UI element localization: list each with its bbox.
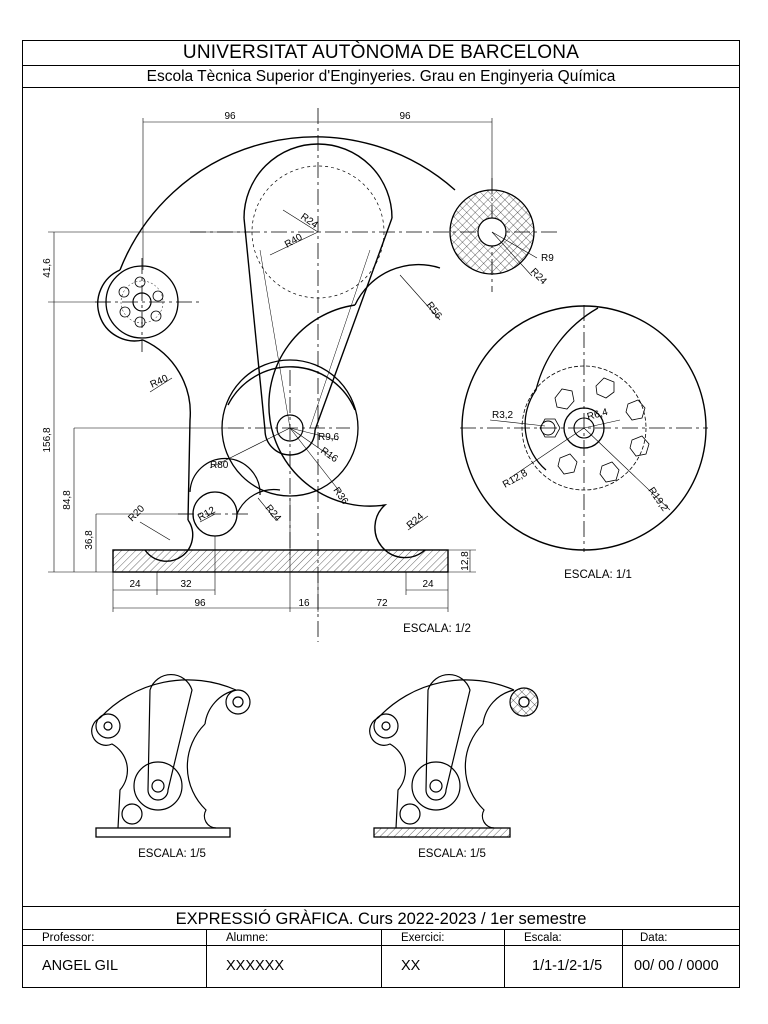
dim-base-72: 72 (376, 598, 388, 609)
school-subtitle: Escola Tècnica Superior d'Enginyeries. G… (22, 66, 740, 88)
detail-radius-leaders (489, 419, 671, 511)
value-alumne: XXXXXX (226, 958, 285, 974)
drawing-sheet (22, 40, 740, 988)
scale-small-right: ESCALA: 1/5 (418, 848, 486, 860)
divider (622, 930, 623, 987)
detail-radius-r6-4: R6,4 (586, 407, 610, 423)
radius-r9: R9 (541, 253, 554, 264)
label-alumne: Alumne: (206, 930, 381, 946)
label-professor: Professor: (22, 930, 206, 946)
dim-left-41-6: 41,6 (42, 258, 53, 278)
slotted-arm (243, 143, 393, 456)
dim-base-32: 32 (180, 579, 192, 590)
label-data: Data: (622, 930, 740, 946)
small-view-left (91, 674, 251, 838)
value-exercici: XX (401, 958, 421, 974)
title-block: EXPRESSIÓ GRÀFICA. Curs 2022-2023 / 1er … (22, 40, 740, 988)
scale-small-left: ESCALA: 1/5 (138, 848, 206, 860)
dim-base-96: 96 (194, 598, 206, 609)
label-escala: Escala: (504, 930, 622, 946)
dim-left-156-8: 156,8 (42, 427, 53, 452)
value-professor: ANGEL GIL (42, 958, 119, 974)
divider (504, 930, 505, 987)
radius-r80: R80 (210, 460, 229, 471)
scale-detail: ESCALA: 1/1 (564, 569, 632, 581)
label-exercici: Exercici: (381, 930, 504, 946)
scale-main: ESCALA: 1/2 (403, 623, 471, 635)
main-view (48, 108, 560, 642)
dim-base-16: 16 (298, 598, 310, 609)
detail-radius-r3-2: R3,2 (492, 410, 514, 421)
left-boss-holes (118, 276, 164, 328)
dimension-lines (48, 118, 538, 612)
detail-view (460, 305, 708, 552)
dim-left-84-8: 84,8 (62, 490, 73, 510)
dim-top-left: 96 (224, 111, 236, 122)
value-escala: 1/1-1/2-1/5 (532, 958, 603, 974)
dim-base-24-right: 24 (422, 579, 434, 590)
radius-r9-6: R9,6 (318, 432, 340, 443)
detail-hex-nuts (539, 377, 650, 483)
dim-left-36-8: 36,8 (84, 530, 95, 550)
small-view-right (369, 674, 539, 838)
dim-base-12-8: 12,8 (460, 551, 471, 571)
dim-base-24-left: 24 (129, 579, 141, 590)
divider (381, 930, 382, 987)
divider (206, 930, 207, 987)
scale-labels: ESCALA: 1/1 ESCALA: 1/2 ESCALA: 1/5 ESCA… (138, 569, 632, 860)
course-title: EXPRESSIÓ GRÀFICA. Curs 2022-2023 / 1er … (22, 906, 740, 930)
university-title: UNIVERSITAT AUTÒNOMA DE BARCELONA (22, 40, 740, 66)
value-data: 00/ 00 / 0000 (634, 958, 719, 974)
dim-top-right: 96 (399, 111, 411, 122)
